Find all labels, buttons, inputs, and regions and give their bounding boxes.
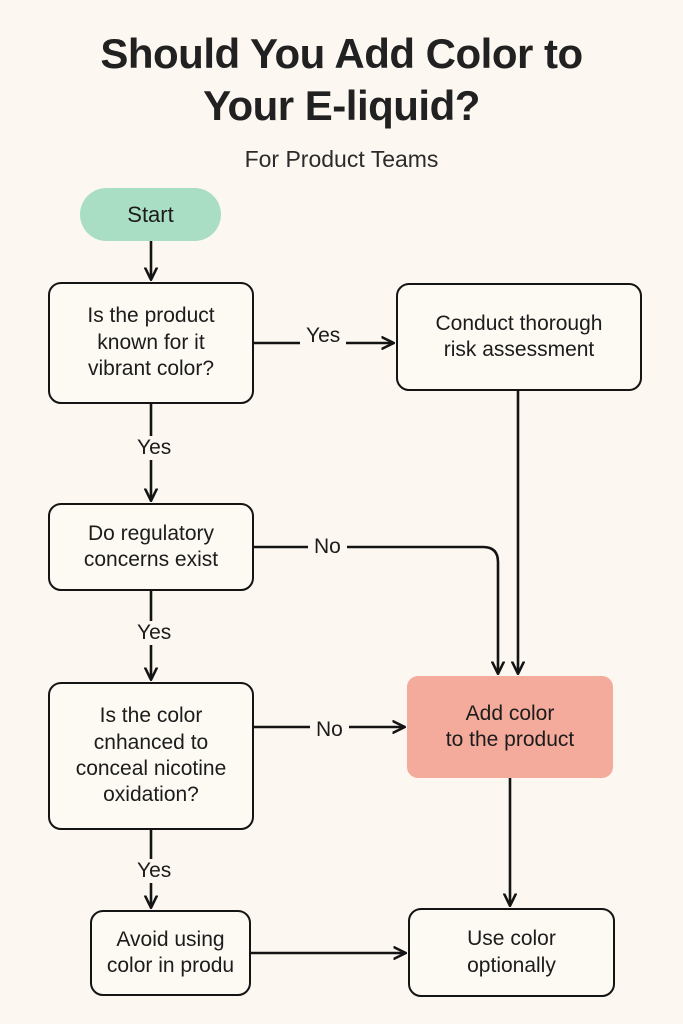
node-risk-assessment-label: Conduct thorough risk assessment bbox=[435, 311, 603, 361]
node-avoid-color[interactable]: Avoid using color in produ bbox=[90, 910, 251, 996]
node-question-conceal-oxidation[interactable]: Is the color cnhanced to conceal nicotin… bbox=[48, 682, 254, 830]
page-title: Should You Add Color to Your E-liquid? bbox=[100, 30, 583, 129]
node-start-label: Start bbox=[127, 201, 174, 227]
node-add-color-label: Add color to the product bbox=[445, 701, 575, 751]
node-question-vibrant-color[interactable]: Is the product known for it vibrant colo… bbox=[48, 282, 254, 404]
edge-q2-to-add bbox=[254, 545, 498, 673]
node-use-color-optionally-label: Use color optionally bbox=[467, 927, 556, 977]
node-question-conceal-oxidation-label: Is the color cnhanced to conceal nicotin… bbox=[75, 704, 227, 807]
node-add-color[interactable]: Add color to the product bbox=[407, 676, 613, 778]
page-subtitle: For Product Teams bbox=[244, 146, 439, 173]
node-question-vibrant-color-label: Is the product known for it vibrant colo… bbox=[87, 304, 215, 381]
edge-label-q3-no: No bbox=[310, 718, 349, 742]
node-start[interactable]: Start bbox=[80, 188, 221, 241]
edge-label-q2-to-q3-yes: Yes bbox=[131, 621, 178, 645]
header: Should You Add Color to Your E-liquid? F… bbox=[0, 28, 683, 173]
node-question-regulatory-concerns-label: Do regulatory concerns exist bbox=[83, 521, 219, 571]
edge-label-q3-to-avoid-yes: Yes bbox=[131, 859, 178, 883]
edge-label-q1-to-q2-yes: Yes bbox=[131, 436, 178, 460]
node-use-color-optionally[interactable]: Use color optionally bbox=[408, 908, 615, 997]
node-risk-assessment[interactable]: Conduct thorough risk assessment bbox=[396, 283, 642, 391]
node-question-regulatory-concerns[interactable]: Do regulatory concerns exist bbox=[48, 503, 254, 591]
edge-label-q1-yes: Yes bbox=[300, 324, 347, 348]
node-avoid-color-label: Avoid using color in produ bbox=[106, 927, 235, 977]
edge-label-q2-no: No bbox=[308, 535, 347, 559]
